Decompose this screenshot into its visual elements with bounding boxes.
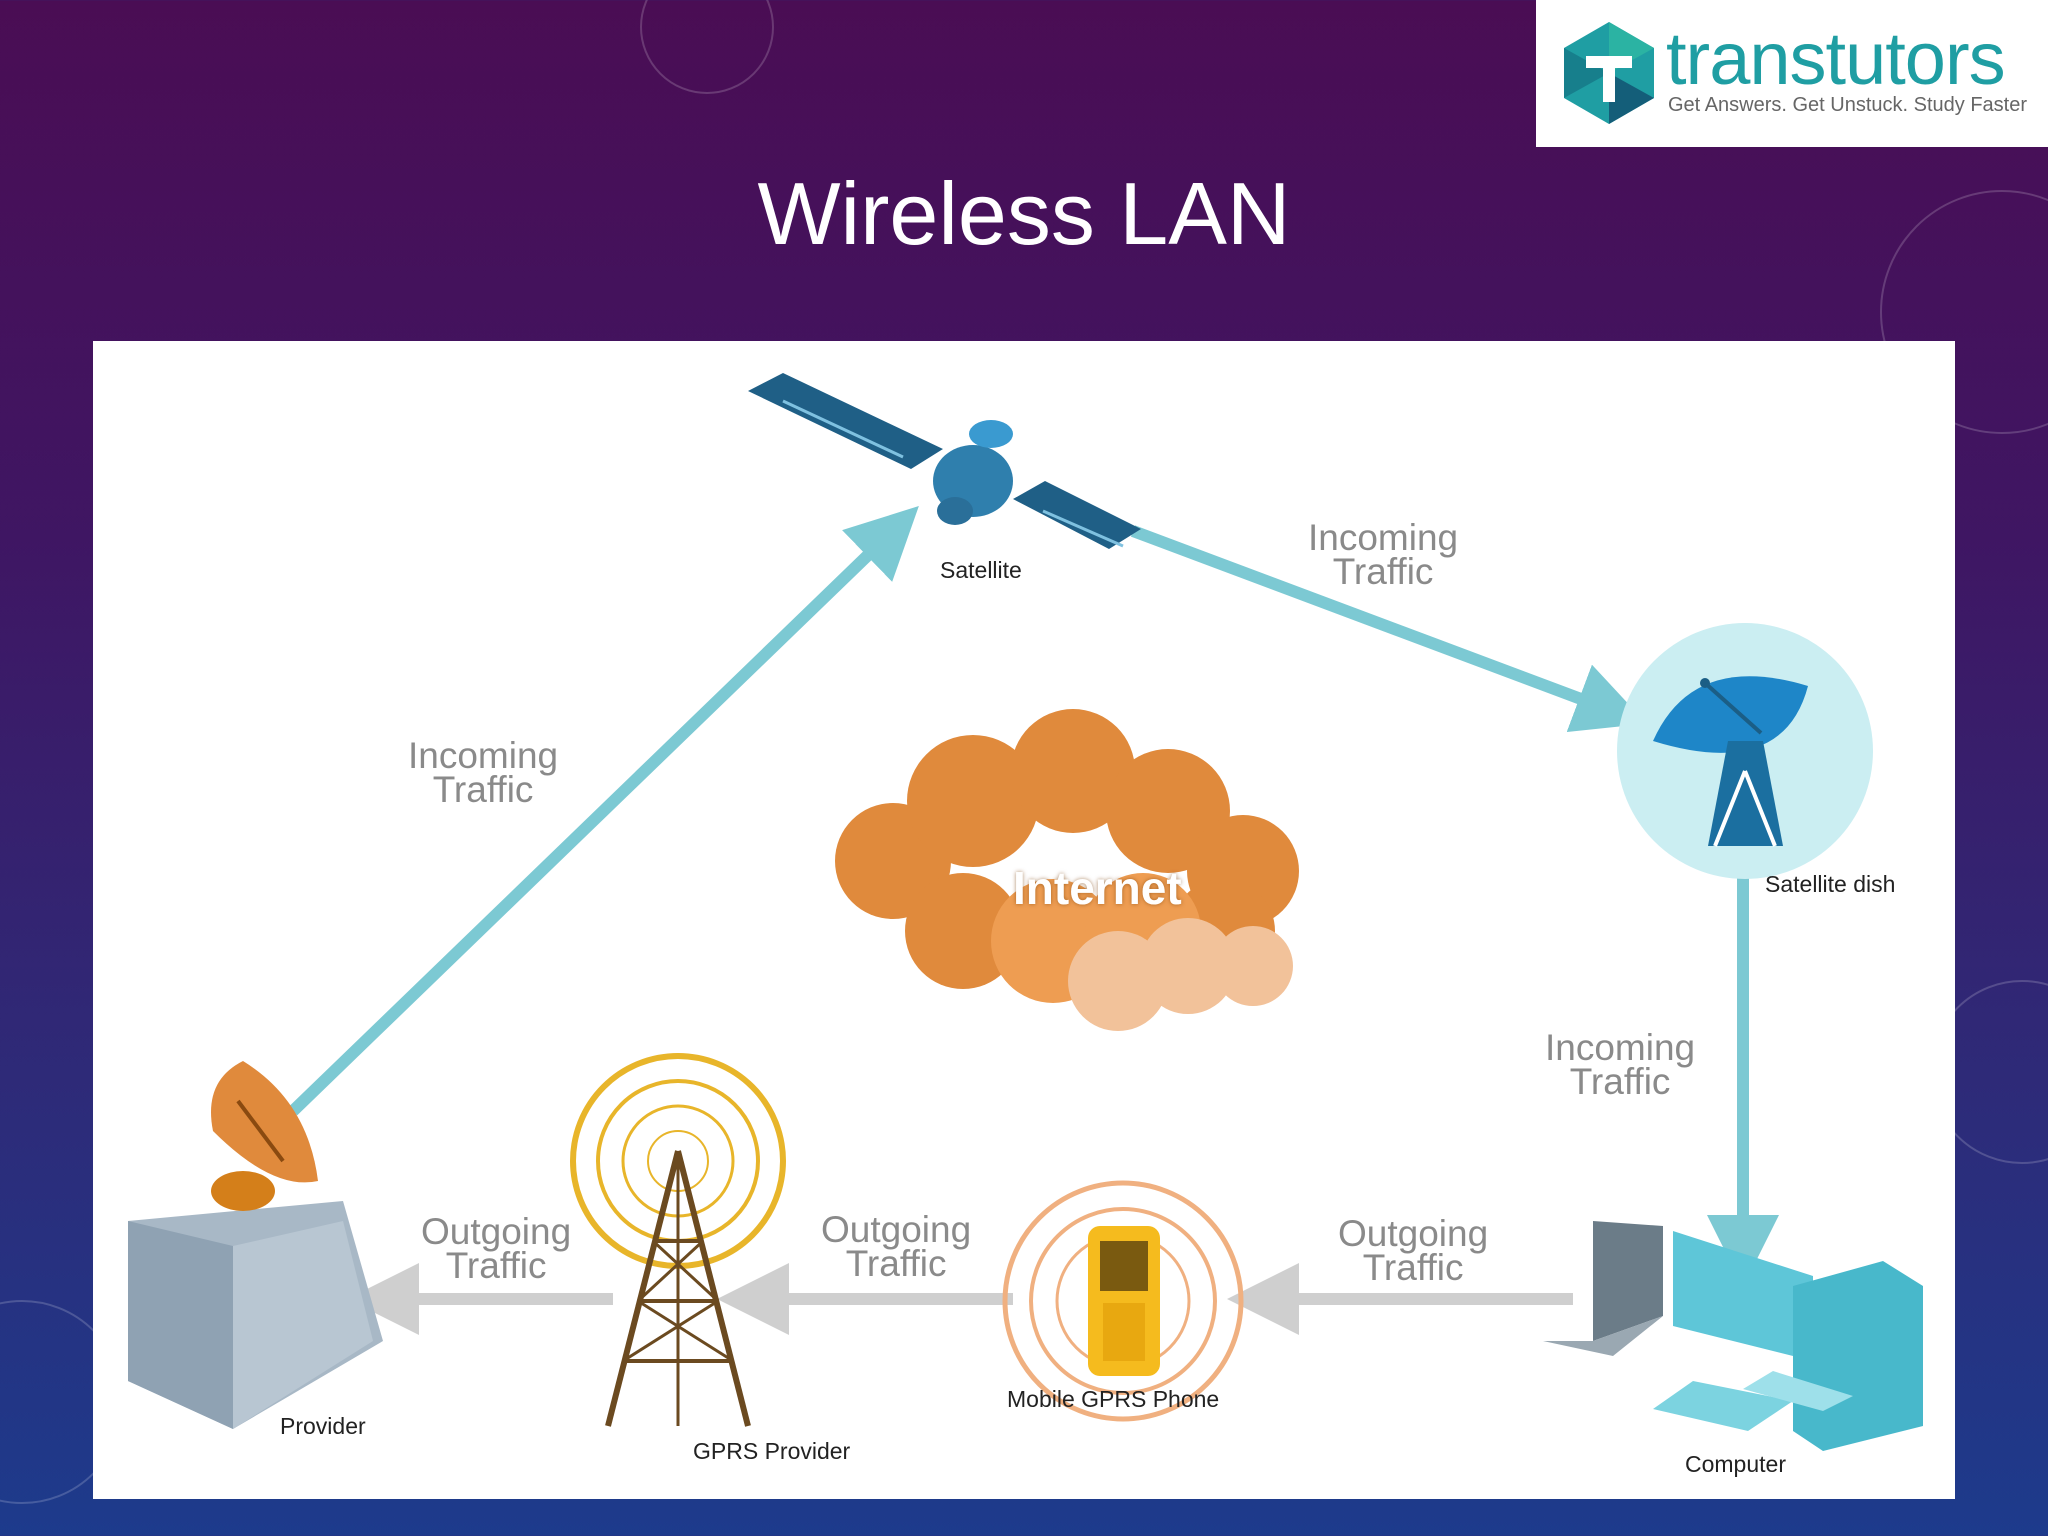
incoming-traffic-label: Incoming Traffic [1308,517,1459,592]
transtutors-hexagon-icon [1564,22,1654,124]
outgoing-traffic-label: Outgoing Traffic [421,1211,572,1286]
background-ring [640,0,774,94]
network-diagram [128,373,1923,1451]
logo-wordmark: transtutors [1666,17,2006,100]
provider-label: Provider [280,1413,366,1439]
satellite-icon [748,373,1141,549]
satellite-label: Satellite [940,557,1022,583]
gprs-provider-label: GPRS Provider [693,1438,851,1464]
logo-tagline: Get Answers. Get Unstuck. Study Faster [1668,94,2028,116]
gprs-tower-icon [570,1053,786,1427]
mobile-phone-label: Mobile GPRS Phone [1007,1386,1220,1412]
slide-title: Wireless LAN [757,164,1291,263]
outgoing-traffic-label: Outgoing Traffic [821,1209,972,1284]
satellite-dish-label: Satellite dish [1765,871,1896,897]
incoming-arrow-provider-to-satellite [288,505,919,1116]
internet-cloud-icon [835,709,1299,1031]
computer-label: Computer [1685,1451,1786,1477]
outgoing-traffic-label: Outgoing Traffic [1338,1213,1489,1288]
incoming-traffic-label: Incoming Traffic [408,735,559,810]
diagram-panel: Satellite Satellite dish Computer Mobile… [93,341,1955,1499]
computer-icon [1543,1221,1923,1451]
provider-server-icon [128,1061,383,1429]
satellite-dish-icon [1617,623,1873,879]
internet-label: Internet [1013,862,1182,914]
incoming-traffic-label: Incoming Traffic [1545,1027,1696,1102]
transtutors-logo: transtutors Get Answers. Get Unstuck. St… [1536,0,2048,147]
mobile-phone-icon [1002,1180,1244,1422]
incoming-arrow-satellite-to-dish [1130,525,1647,733]
